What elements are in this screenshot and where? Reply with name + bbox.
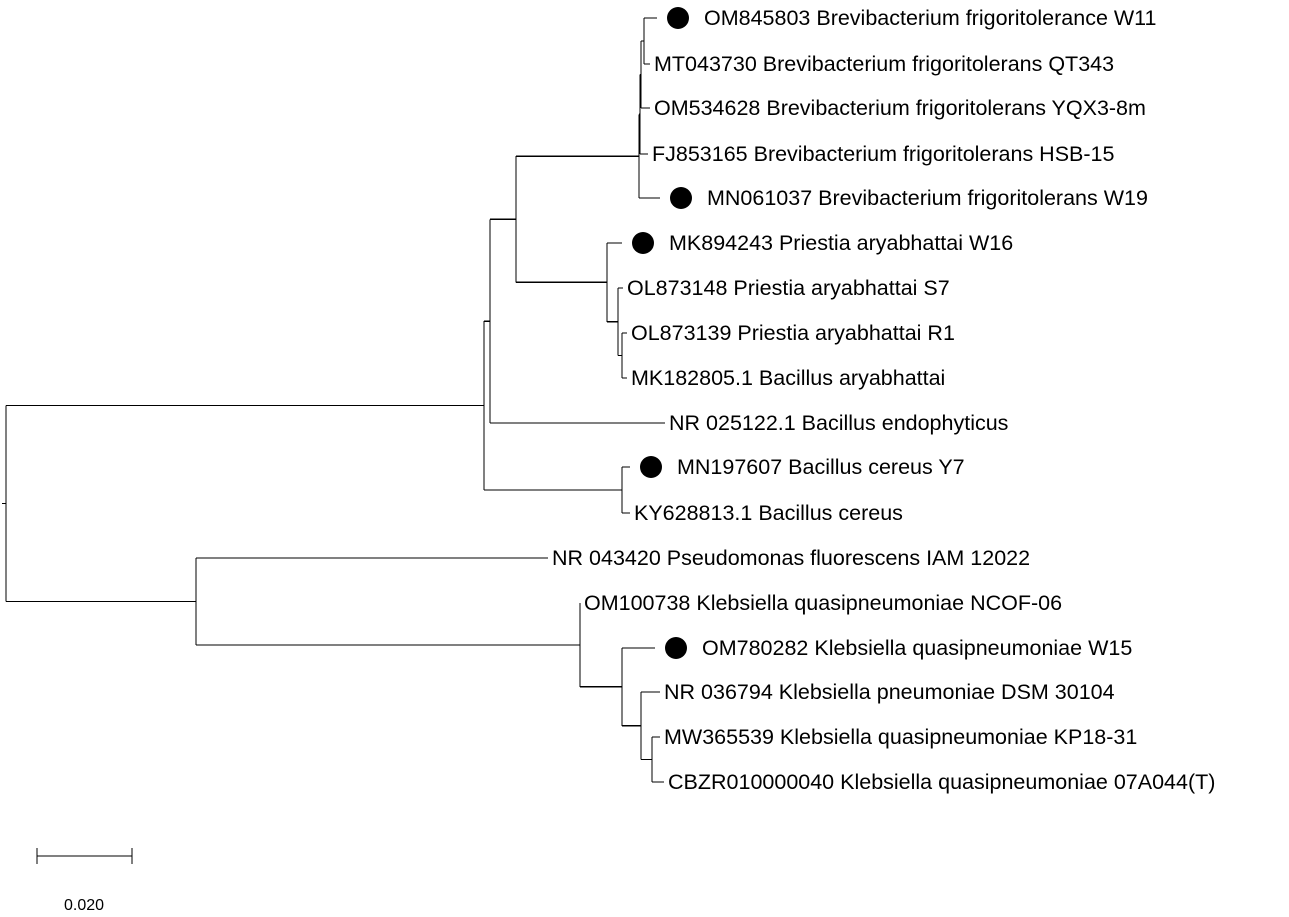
leaf-label: MW365539 Klebsiella quasipneumoniae KP18…	[664, 725, 1137, 749]
sample-markers	[632, 7, 692, 659]
leaf-label: MN197607 Bacillus cereus Y7	[677, 455, 965, 479]
scale-bar: 0.020	[36, 848, 133, 914]
leaf-label: KY628813.1 Bacillus cereus	[634, 501, 903, 525]
leaf-label: OL873148 Priestia aryabhattai S7	[627, 276, 950, 300]
leaf-label: NR 043420 Pseudomonas fluorescens IAM 12…	[552, 546, 1030, 570]
leaf-label: FJ853165 Brevibacterium frigoritolerans …	[652, 142, 1115, 166]
leaf-label: MT043730 Brevibacterium frigoritolerans …	[654, 52, 1114, 76]
scale-bar-line	[36, 848, 133, 864]
scale-bar-label: 0.020	[64, 897, 104, 914]
leaf-label: MK894243 Priestia aryabhattai W16	[669, 231, 1013, 255]
leaf-label: NR 025122.1 Bacillus endophyticus	[669, 411, 1008, 435]
sample-marker-icon	[640, 456, 662, 478]
tree-branches	[2, 17, 665, 783]
sample-marker-icon	[665, 637, 687, 659]
sample-marker-icon	[632, 232, 654, 254]
sample-marker-icon	[667, 7, 689, 29]
leaf-label: OM845803 Brevibacterium frigoritolerance…	[704, 6, 1157, 30]
leaf-label: OM534628 Brevibacterium frigoritolerans …	[654, 96, 1146, 120]
leaf-label: OM100738 Klebsiella quasipneumoniae NCOF…	[584, 591, 1062, 615]
leaf-label: CBZR010000040 Klebsiella quasipneumoniae…	[668, 770, 1215, 794]
leaf-labels: OM845803 Brevibacterium frigoritolerance…	[552, 6, 1215, 794]
leaf-label: OM780282 Klebsiella quasipneumoniae W15	[702, 636, 1132, 660]
leaf-label: MN061037 Brevibacterium frigoritolerans …	[707, 186, 1148, 210]
branch-lines	[2, 17, 665, 783]
sample-marker-icon	[670, 187, 692, 209]
leaf-label: MK182805.1 Bacillus aryabhattai	[631, 366, 945, 390]
leaf-label: NR 036794 Klebsiella pneumoniae DSM 3010…	[664, 680, 1115, 704]
leaf-label: OL873139 Priestia aryabhattai R1	[631, 321, 955, 345]
